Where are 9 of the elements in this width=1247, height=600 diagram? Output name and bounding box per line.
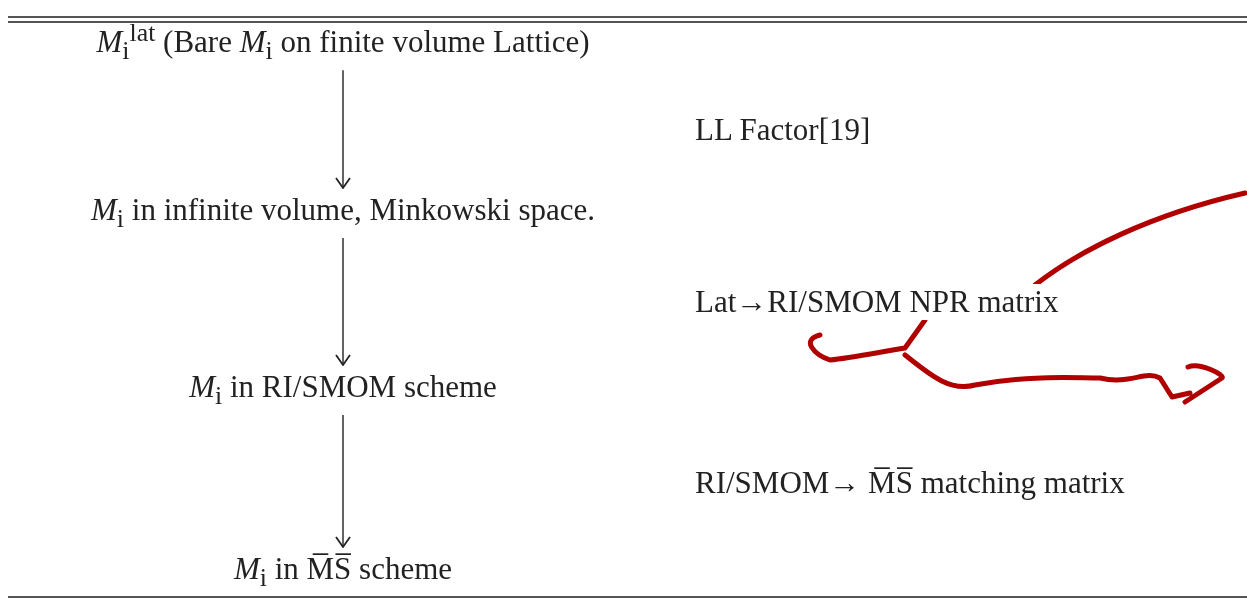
step-note: Lat→RI/SMOM NPR matrix — [695, 284, 1059, 320]
arrow — [335, 237, 351, 366]
step-text: M$_{i}$ in infinite volume, Minkowski space. — [91, 191, 595, 235]
arrow — [335, 414, 351, 548]
step-text: M$_{i}$ in RI/SMOM scheme — [189, 368, 497, 412]
step-text: M$_{i}$$^{lat}$ (Bare M$_{i}$ on finite volume Lattice) — [96, 17, 590, 67]
step-text: M$_{i}$ in M̅S̅ scheme — [233, 550, 453, 594]
arrow — [335, 69, 351, 189]
step-note: RI/SMOM→ M̅S̅ matching matrix — [695, 465, 1125, 501]
